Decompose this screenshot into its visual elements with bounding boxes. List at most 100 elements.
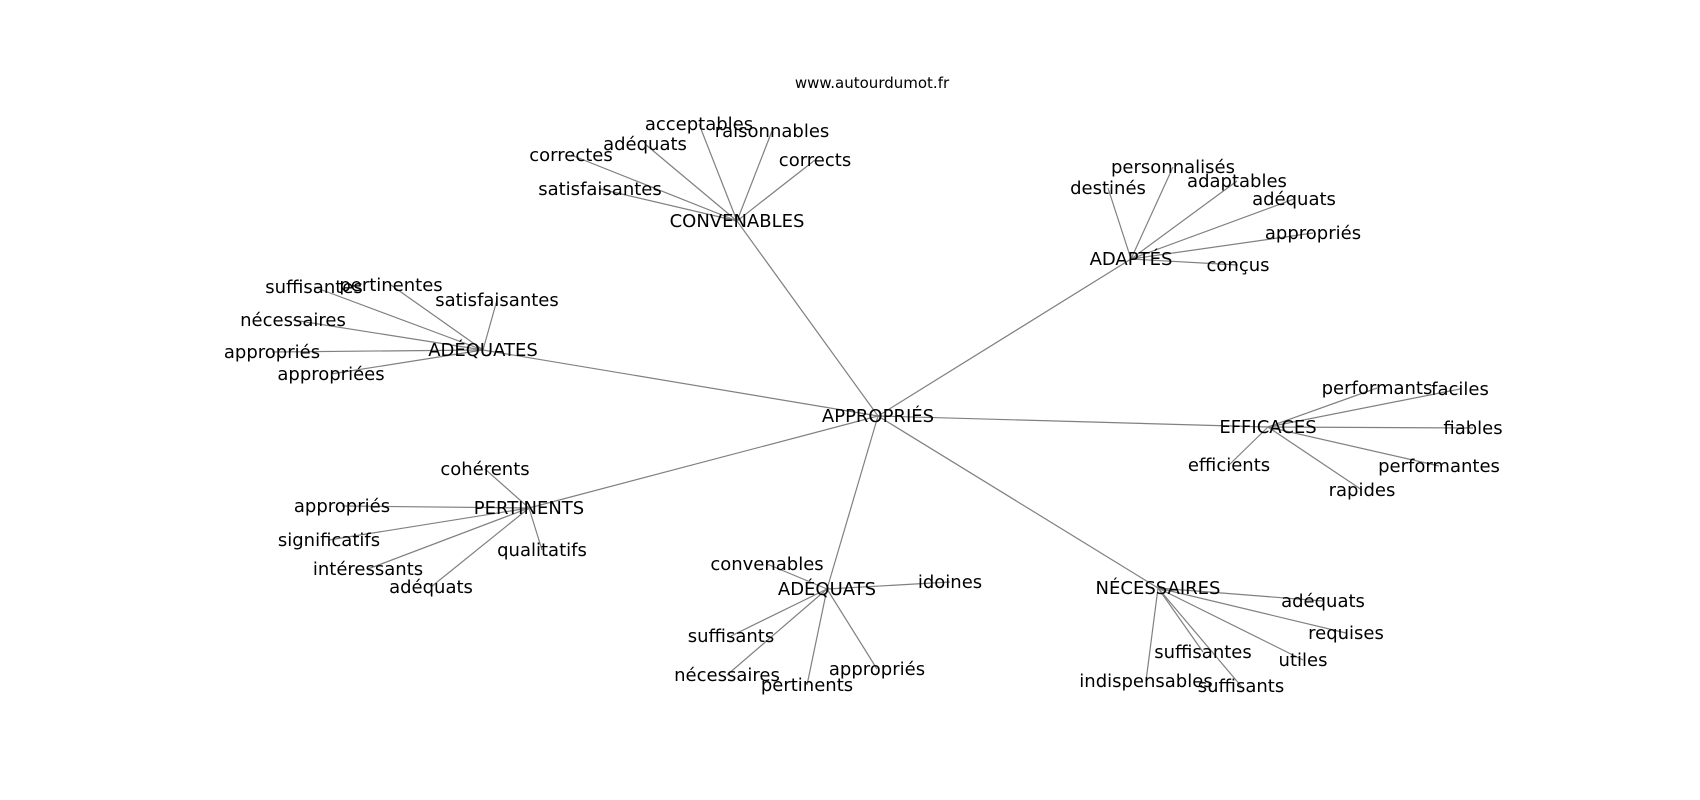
- word-node[interactable]: nécessaires: [240, 310, 346, 331]
- edge-group-word: [390, 284, 484, 351]
- edge-group-word: [1267, 426, 1474, 429]
- edge-group-word: [341, 505, 530, 509]
- word-node[interactable]: pertinents: [761, 675, 853, 696]
- word-node[interactable]: correctes: [529, 145, 612, 166]
- edge-group-word: [528, 507, 543, 551]
- word-node[interactable]: requises: [1308, 623, 1384, 644]
- group-node[interactable]: ADAPTÉS: [1090, 248, 1173, 270]
- edge-root-group: [826, 415, 879, 590]
- word-node[interactable]: corrects: [779, 150, 851, 171]
- word-node[interactable]: indispensables: [1079, 671, 1212, 692]
- edge-group-word: [328, 507, 530, 541]
- edge-group-word: [1130, 258, 1239, 266]
- group-node[interactable]: CONVENABLES: [670, 211, 805, 232]
- edge-group-word: [1157, 587, 1347, 634]
- word-node[interactable]: acceptables: [645, 114, 753, 135]
- word-node[interactable]: rapides: [1329, 480, 1396, 501]
- graph-edges: [271, 123, 1474, 687]
- edge-root-group: [482, 349, 879, 417]
- word-node[interactable]: faciles: [1431, 379, 1489, 400]
- edge-group-word: [730, 588, 828, 637]
- word-node[interactable]: personnalisés: [1111, 157, 1235, 178]
- group-node[interactable]: EFFICACES: [1219, 417, 1316, 438]
- edge-group-word: [482, 299, 498, 351]
- word-node[interactable]: conçus: [1207, 255, 1270, 276]
- word-node[interactable]: nécessaires: [674, 665, 780, 686]
- edge-root-group: [528, 415, 879, 509]
- word-node[interactable]: qualitatifs: [497, 540, 587, 561]
- word-node[interactable]: convenables: [710, 554, 823, 575]
- edge-group-word: [826, 581, 951, 590]
- group-node[interactable]: NÉCESSAIRES: [1096, 577, 1221, 599]
- word-node[interactable]: appropriés: [294, 496, 390, 517]
- word-node[interactable]: satisfaisantes: [435, 290, 559, 311]
- word-node[interactable]: idoines: [918, 572, 982, 593]
- word-node[interactable]: adéquats: [389, 577, 473, 598]
- word-node[interactable]: efficients: [1188, 455, 1270, 476]
- word-node[interactable]: cohérents: [440, 459, 529, 480]
- edge-group-word: [1157, 587, 1204, 653]
- word-node[interactable]: satisfaisantes: [538, 179, 662, 200]
- source-url[interactable]: www.autourdumot.fr: [795, 74, 950, 92]
- edge-group-word: [698, 123, 738, 222]
- edge-group-word: [1130, 180, 1238, 260]
- word-node[interactable]: appropriés: [224, 342, 320, 363]
- word-node[interactable]: utiles: [1279, 650, 1328, 671]
- edge-group-word: [726, 588, 828, 676]
- edge-group-word: [806, 588, 828, 686]
- edge-group-word: [1130, 232, 1314, 260]
- edge-group-word: [367, 507, 530, 570]
- word-node[interactable]: appropriées: [277, 364, 384, 385]
- edge-group-word: [1157, 587, 1324, 602]
- word-node[interactable]: performantes: [1378, 456, 1500, 477]
- word-node[interactable]: suffisants: [688, 626, 774, 647]
- edge-root-group: [877, 415, 1269, 428]
- word-node[interactable]: adéquats: [1281, 591, 1365, 612]
- group-node[interactable]: ADÉQUATES: [428, 339, 538, 361]
- edge-group-word: [766, 563, 828, 590]
- word-node[interactable]: fiables: [1443, 418, 1502, 439]
- edge-group-word: [1130, 198, 1295, 260]
- edge-group-word: [271, 349, 484, 353]
- edge-group-word: [1145, 587, 1159, 682]
- word-node[interactable]: raisonnables: [715, 121, 830, 142]
- word-node[interactable]: suffisantes: [1154, 642, 1252, 663]
- edge-root-group: [877, 258, 1132, 417]
- edge-group-word: [484, 468, 530, 509]
- word-node[interactable]: suffisantes: [265, 277, 363, 298]
- edge-group-word: [313, 286, 484, 351]
- edge-group-word: [330, 349, 484, 375]
- word-node[interactable]: adéquats: [603, 134, 687, 155]
- edge-group-word: [1130, 166, 1174, 260]
- root-node[interactable]: APPROPRIÉS: [822, 405, 934, 427]
- edge-group-word: [736, 130, 773, 222]
- edge-group-word: [1267, 388, 1461, 428]
- edge-group-word: [1267, 426, 1363, 491]
- edge-group-word: [1107, 187, 1132, 260]
- word-node[interactable]: pertinentes: [339, 275, 442, 296]
- edge-group-word: [599, 188, 738, 222]
- word-node[interactable]: adéquats: [1252, 189, 1336, 210]
- word-node[interactable]: performants: [1322, 378, 1433, 399]
- word-node[interactable]: destinés: [1070, 178, 1146, 199]
- word-node[interactable]: suffisants: [1198, 676, 1284, 697]
- edge-group-word: [1267, 426, 1440, 467]
- word-node[interactable]: intéressants: [313, 559, 423, 580]
- word-node[interactable]: appropriés: [829, 659, 925, 680]
- edge-root-group: [877, 415, 1159, 589]
- edge-group-word: [292, 319, 484, 351]
- word-node[interactable]: significatifs: [278, 530, 380, 551]
- group-node[interactable]: PERTINENTS: [474, 498, 584, 519]
- edge-group-word: [570, 154, 738, 222]
- edge-group-word: [1228, 426, 1269, 466]
- word-node[interactable]: appropriés: [1265, 223, 1361, 244]
- edge-group-word: [736, 159, 816, 222]
- edge-group-word: [826, 588, 878, 670]
- edge-group-word: [1157, 587, 1304, 661]
- edge-root-group: [736, 220, 879, 417]
- edge-group-word: [1267, 387, 1378, 428]
- word-node[interactable]: adaptables: [1187, 171, 1287, 192]
- graph-labels: CONVENABLEScorrectesadéquatsacceptablesr…: [224, 114, 1503, 697]
- group-node[interactable]: ADÉQUATS: [778, 578, 876, 600]
